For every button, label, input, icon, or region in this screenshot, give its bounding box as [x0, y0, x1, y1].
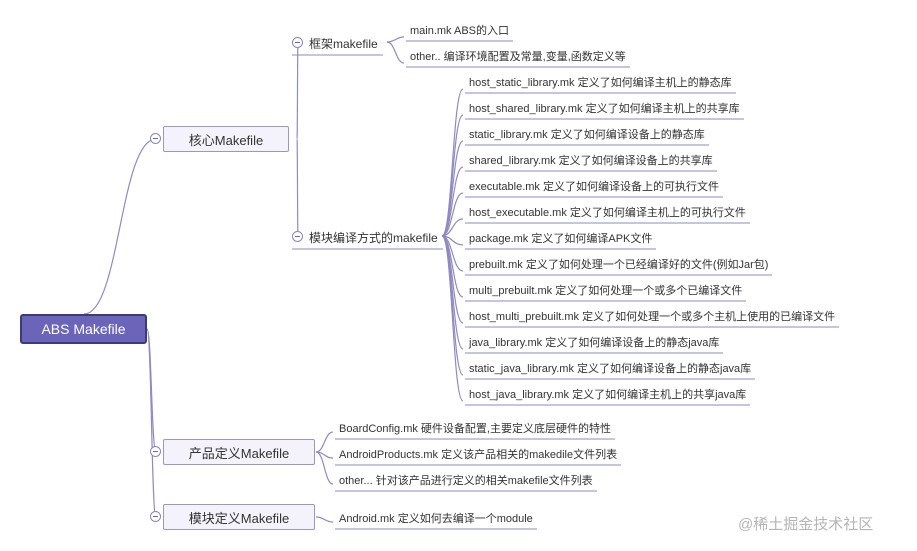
module-leaf[interactable]: java_library.mk 定义了如何编译设备上的静态java库 — [469, 337, 720, 349]
connector-line — [146, 328, 157, 518]
module-leaf[interactable]: host_shared_library.mk 定义了如何编译主机上的共享库 — [469, 103, 740, 115]
module-makefile-node[interactable]: 模块定义Makefile — [163, 504, 315, 530]
connector-line — [315, 516, 334, 523]
product-leaf[interactable]: AndroidProducts.mk 定义该产品相关的makedile文件列表 — [339, 449, 618, 461]
module-leaf[interactable]: static_java_library.mk 定义了如何编译设备上的静态java… — [469, 363, 752, 375]
module-leaf[interactable]: package.mk 定义了如何编译APK文件 — [469, 233, 653, 245]
connector-line — [315, 431, 334, 453]
module-leaf[interactable]: executable.mk 定义了如何编译设备上的可执行文件 — [469, 181, 719, 193]
connector-line — [83, 138, 157, 315]
connector-line — [296, 138, 299, 237]
connector-line — [441, 114, 464, 237]
module-leaf[interactable]: static_library.mk 定义了如何编译设备上的静态库 — [469, 129, 705, 141]
connector-line — [386, 41, 405, 64]
framework-leaf[interactable]: main.mk ABS的入口 — [410, 25, 510, 37]
watermark: @稀土掘金技术社区 — [738, 516, 874, 533]
module-leaf[interactable]: shared_library.mk 定义了如何编译设备上的共享库 — [469, 155, 713, 167]
root-node[interactable]: ABS Makefile — [20, 314, 147, 344]
connector-line — [441, 218, 464, 237]
module-def-leaf[interactable]: Android.mk 定义如何去编译一个module — [339, 513, 533, 525]
product-leaf[interactable]: BoardConfig.mk 硬件设备配置,主要定义底层硬件的特性 — [339, 423, 611, 435]
collapse-framework-toggle-icon[interactable] — [292, 37, 303, 48]
framework-leaf[interactable]: other.. 编译环境配置及常量,变量,函数定义等 — [410, 51, 626, 63]
module-leaf[interactable]: prebuilt.mk 定义了如何处理一个已经编译好的文件(例如Jar包) — [469, 259, 769, 271]
connector-line — [296, 41, 299, 140]
module-leaf[interactable]: host_multi_prebuilt.mk 定义了如何处理一个或多个主机上使用… — [469, 311, 836, 323]
module-leaf[interactable]: host_executable.mk 定义了如何编译主机上的可执行文件 — [469, 207, 746, 219]
connector-line — [441, 235, 464, 376]
module-compile-makefile-label[interactable]: 模块编译方式的makefile — [309, 231, 438, 245]
module-leaf[interactable]: host_static_library.mk 定义了如何编译主机上的静态库 — [469, 77, 732, 89]
connector-line — [441, 235, 464, 402]
collapse-module-toggle-icon[interactable] — [150, 511, 161, 522]
product-makefile-node[interactable]: 产品定义Makefile — [163, 439, 315, 465]
core-makefile-node[interactable]: 核心Makefile — [163, 126, 289, 152]
module-leaf[interactable]: multi_prebuilt.mk 定义了如何处理一个或多个已编译文件 — [469, 285, 743, 297]
connector-line — [315, 451, 334, 485]
product-leaf[interactable]: other... 针对该产品进行定义的相关makefile文件列表 — [339, 475, 593, 487]
connector-line — [386, 36, 405, 43]
collapse-core-toggle-icon[interactable] — [150, 133, 161, 144]
connector-line — [441, 192, 464, 237]
module-leaf[interactable]: host_java_library.mk 定义了如何编译主机上的共享java库 — [469, 389, 747, 401]
collapse-modules-toggle-icon[interactable] — [292, 231, 303, 242]
collapse-product-toggle-icon[interactable] — [150, 446, 161, 457]
framework-makefile-label[interactable]: 框架makefile — [309, 37, 378, 51]
